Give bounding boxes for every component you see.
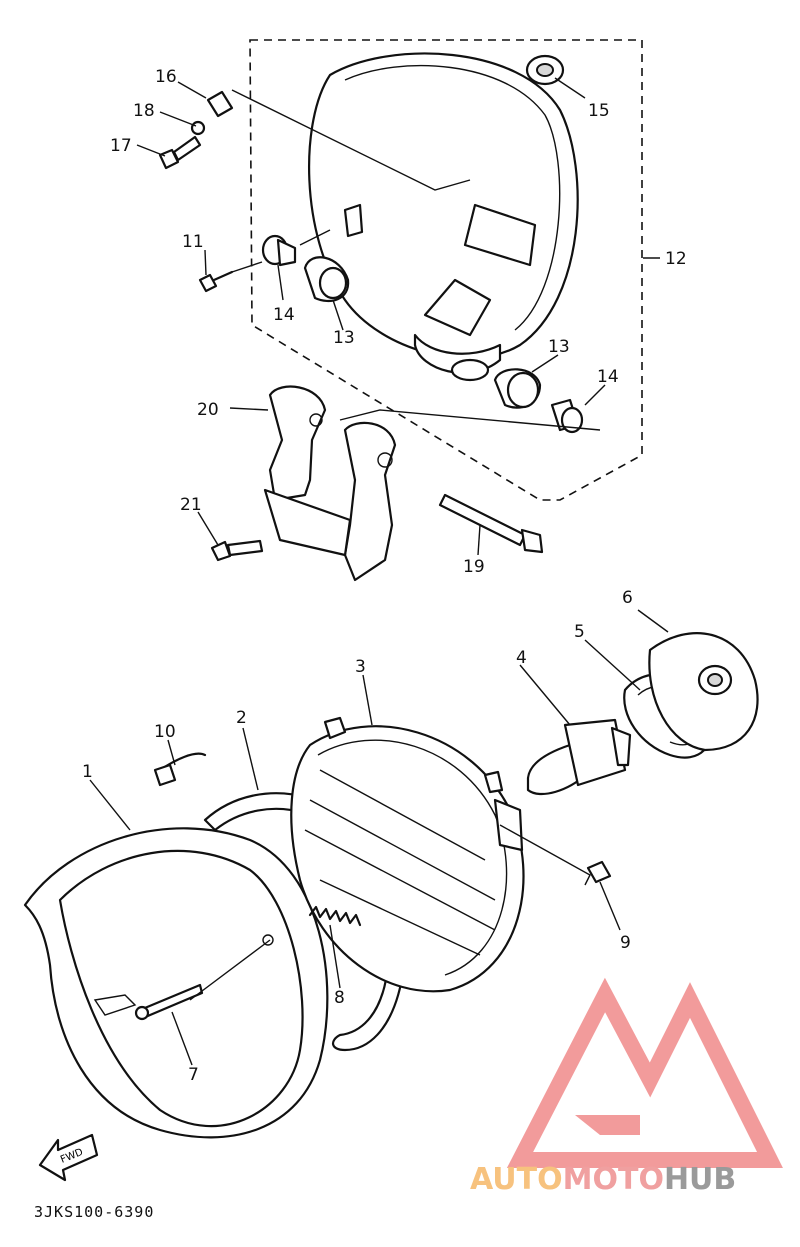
- callout-11: 11: [182, 232, 204, 252]
- callout-9: 9: [620, 933, 631, 953]
- callout-20: 20: [197, 400, 219, 420]
- callout-1: 1: [82, 762, 93, 782]
- part-nut-9: [586, 860, 612, 884]
- part-bush-13-left: [303, 256, 350, 303]
- watermark-moto: MOTO: [562, 1162, 664, 1197]
- leader-lines: [89, 77, 669, 1066]
- callout-17: 17: [110, 136, 132, 156]
- part-screw-11: [198, 270, 234, 293]
- part-washer-16: [206, 90, 234, 118]
- callout-13b: 13: [548, 337, 570, 357]
- callout-3: 3: [355, 657, 366, 677]
- part-lock-washer-18: [190, 120, 206, 136]
- part-collar-14-left: [261, 234, 297, 267]
- part-spring-8: [308, 905, 362, 927]
- callout-16: 16: [155, 67, 177, 87]
- callout-12: 12: [665, 249, 687, 269]
- part-bracket-20: [263, 385, 397, 582]
- callout-21: 21: [180, 495, 202, 515]
- callout-7: 7: [188, 1065, 199, 1085]
- callout-6: 6: [622, 588, 633, 608]
- diagram-code: 3JKS100-6390: [34, 1203, 155, 1221]
- part-collar-14-right: [550, 398, 584, 434]
- callout-5: 5: [574, 622, 585, 642]
- callout-19: 19: [463, 557, 485, 577]
- part-housing-shell: [308, 52, 579, 382]
- callout-labels: 16 18 17 15 12 11 14 13 13 14 20 21 19 6…: [82, 67, 687, 1085]
- watermark-hub: HUB: [663, 1162, 737, 1197]
- fwd-arrow-icon: FWD: [38, 1133, 99, 1182]
- watermark-auto: AUTO: [470, 1162, 563, 1197]
- callout-18: 18: [133, 101, 155, 121]
- callout-8: 8: [334, 988, 345, 1008]
- part-bolt-19: [438, 493, 544, 554]
- part-bush-13-right: [493, 368, 542, 409]
- part-bolt-17: [158, 135, 202, 170]
- part-screw-7: [134, 983, 204, 1021]
- callout-13a: 13: [333, 328, 355, 348]
- callout-14a: 14: [273, 305, 295, 325]
- part-grommet: [525, 54, 565, 86]
- callout-2: 2: [236, 708, 247, 728]
- callout-15: 15: [588, 101, 610, 121]
- callout-10: 10: [154, 722, 176, 742]
- part-clip-10: [153, 752, 207, 787]
- watermark-logo: [506, 977, 783, 1168]
- part-lens-3: [290, 716, 525, 993]
- assembly-boundary: [249, 39, 643, 501]
- callout-14b: 14: [597, 367, 619, 387]
- part-rim-1: [23, 827, 329, 1139]
- part-bolt-21: [210, 539, 264, 562]
- part-socket-cover-6: [648, 632, 759, 752]
- callout-4: 4: [516, 648, 527, 668]
- watermark-text: AUTOMOTOHUB: [470, 1162, 736, 1197]
- part-bulb-4: [526, 718, 632, 795]
